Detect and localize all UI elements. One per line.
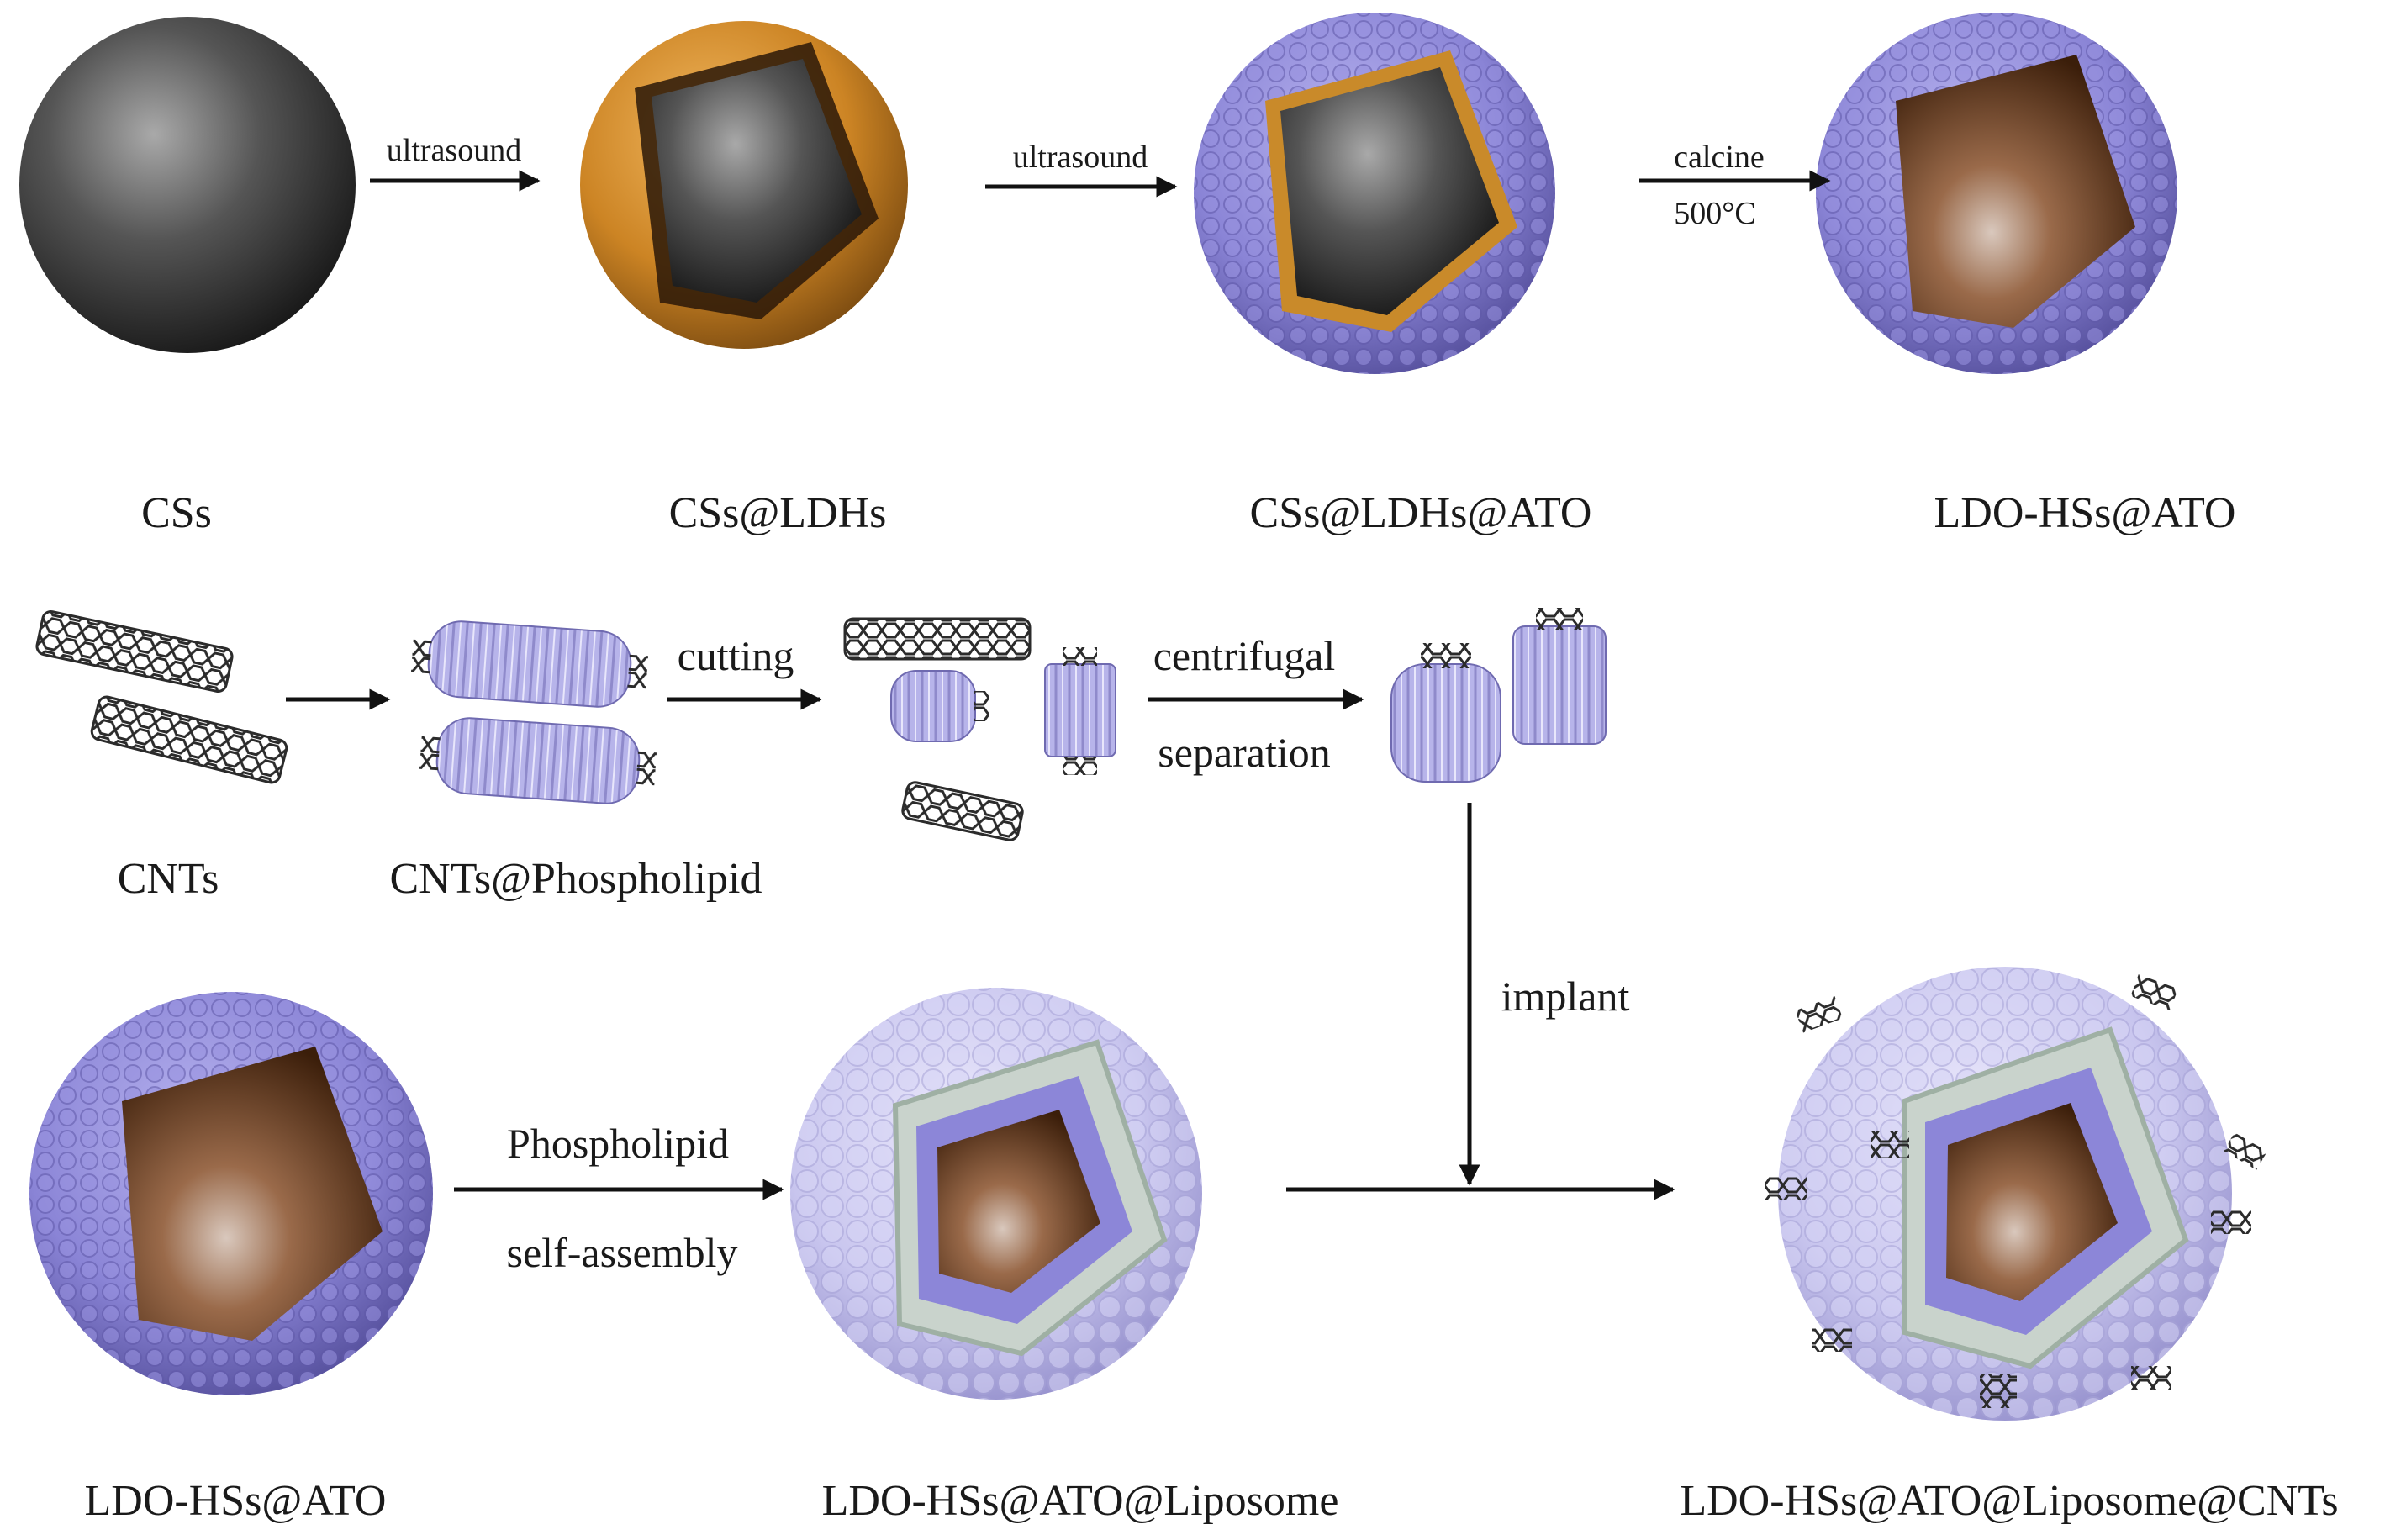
arrow-label-centrifugal: centrifugal bbox=[1153, 632, 1336, 679]
separated-products-illustration bbox=[1390, 608, 1607, 783]
arrow-label-ultrasound-2: ultrasound bbox=[1012, 140, 1148, 175]
label-ldo-hss-ato-2: LDO-HSs@ATO bbox=[84, 1477, 387, 1525]
label-ldo-hss-ato-liposome: LDO-HSs@ATO@Liposome bbox=[821, 1477, 1339, 1525]
label-ldo-hss-ato: LDO-HSs@ATO bbox=[1934, 489, 2236, 537]
arrow-label-calcine: calcine bbox=[1674, 140, 1765, 175]
stage-ldo-hss-ato-2-illustration bbox=[29, 992, 433, 1395]
label-cnts: CNTs bbox=[117, 855, 219, 903]
arrow-label-500c: 500°C bbox=[1674, 196, 1756, 231]
arrow-label-implant: implant bbox=[1501, 973, 1630, 1020]
stage-cnts-phospholipid-illustration bbox=[410, 620, 657, 804]
stage-css-illustration bbox=[19, 17, 356, 353]
label-cnts-phospholipid: CNTs@Phospholipid bbox=[389, 855, 762, 903]
stage-css-ldhs-illustration bbox=[580, 21, 908, 349]
arrow-label-phospholipid: Phospholipid bbox=[507, 1120, 729, 1167]
stage-cnts-illustration bbox=[35, 610, 288, 784]
arrow-label-ultrasound-1: ultrasound bbox=[386, 133, 522, 168]
label-css: CSs bbox=[141, 489, 212, 537]
label-css-ldhs-ato: CSs@LDHs@ATO bbox=[1249, 489, 1592, 537]
cut-fragments-illustration bbox=[843, 617, 1116, 841]
label-ldo-hss-ato-liposome-cnts: LDO-HSs@ATO@Liposome@CNTs bbox=[1680, 1477, 2339, 1525]
arrow-label-self-assembly: self-assembly bbox=[506, 1229, 738, 1276]
stage-ldo-hss-ato-illustration bbox=[1816, 13, 2177, 374]
stage-ldo-hss-ato-liposome-illustration bbox=[790, 988, 1202, 1400]
label-css-ldhs: CSs@LDHs bbox=[668, 489, 887, 537]
stage-ldo-hss-ato-liposome-cnts-illustration bbox=[1765, 967, 2268, 1421]
arrow-label-cutting: cutting bbox=[677, 632, 794, 679]
stage-css-ldhs-ato-illustration bbox=[1194, 13, 1555, 374]
arrow-label-separation: separation bbox=[1158, 729, 1331, 776]
